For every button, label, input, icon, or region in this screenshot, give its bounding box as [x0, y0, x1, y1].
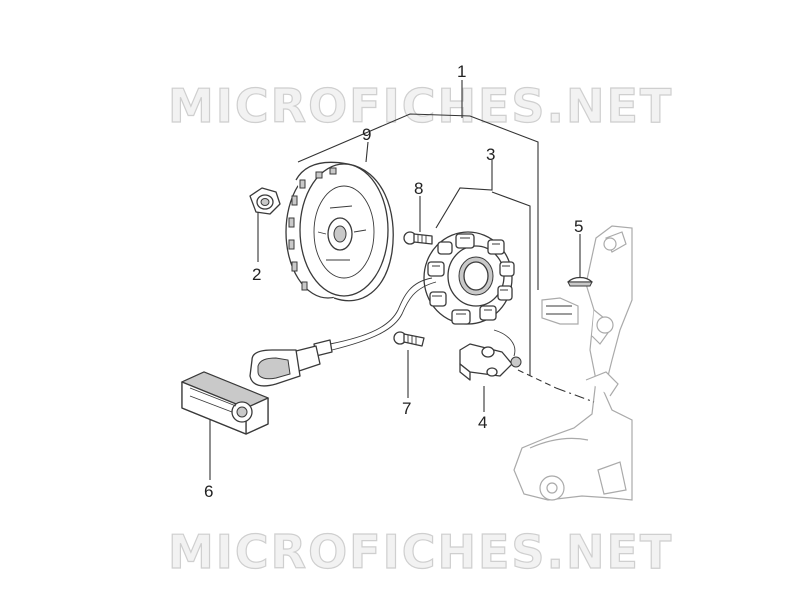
woodruff-key-part: [567, 276, 593, 287]
callout-4: 4: [478, 413, 487, 432]
callout-5: 5: [574, 217, 583, 236]
callout-6: 6: [204, 482, 213, 501]
screw-8-part: [403, 231, 433, 245]
leader-lines: [209, 80, 595, 480]
callout-8: 8: [414, 179, 423, 198]
flywheel-rotor-part: [285, 161, 394, 302]
screw-7-part: [393, 331, 425, 347]
stator-part: [423, 231, 515, 325]
callout-9: 9: [362, 125, 371, 144]
engine-case-outline: [513, 225, 633, 501]
callout-3: 3: [486, 145, 495, 164]
callout-1: 1: [457, 62, 466, 81]
watermark-bottom: MICROFICHES.NET: [168, 525, 673, 579]
wiring-harness-part: [249, 277, 437, 387]
pickup-sensor-part: [459, 329, 522, 381]
flywheel-nut-part: [249, 187, 281, 215]
rubber-grommet-part: [180, 371, 270, 435]
callout-2: 2: [252, 265, 261, 284]
watermark-top: MICROFICHES.NET: [168, 79, 673, 133]
callout-7: 7: [402, 399, 411, 418]
